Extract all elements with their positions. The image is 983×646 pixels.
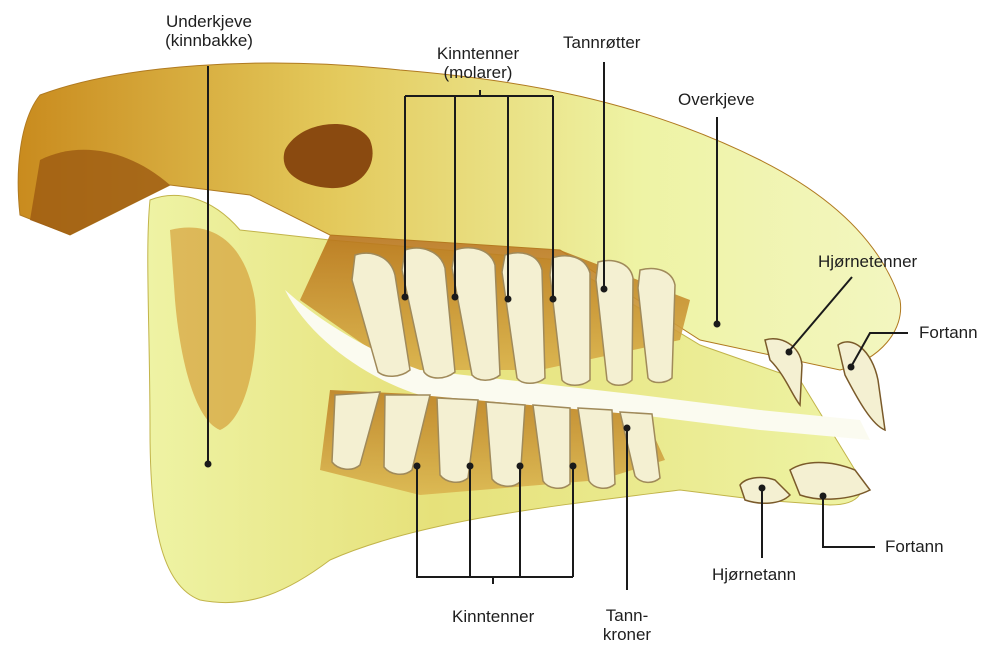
label-kinntenner-upper-line2: (molarer) [420,63,536,82]
lower-incisor [790,463,870,500]
label-underkjeve-line1: Underkjeve [151,12,267,31]
label-hjornetenner: Hjørnetenner [818,252,917,271]
label-kinntenner-molarer: Kinntenner (molarer) [420,44,536,82]
label-hjornetann: Hjørnetann [712,565,796,584]
upper-incisor [838,342,885,430]
label-tannkroner-line2: kroner [597,625,657,644]
label-kinntenner-lower: Kinntenner [452,607,534,626]
label-fortann-lower: Fortann [885,537,944,556]
label-kinntenner-upper-line1: Kinntenner [420,44,536,63]
label-tannrotter: Tannrøtter [563,33,640,52]
label-overkjeve: Overkjeve [678,90,755,109]
label-underkjeve: Underkjeve (kinnbakke) [151,12,267,50]
label-tannkroner-line1: Tann- [597,606,657,625]
label-tannkroner: Tann- kroner [597,606,657,644]
label-fortann-upper: Fortann [919,323,978,342]
label-underkjeve-line2: (kinnbakke) [151,31,267,50]
